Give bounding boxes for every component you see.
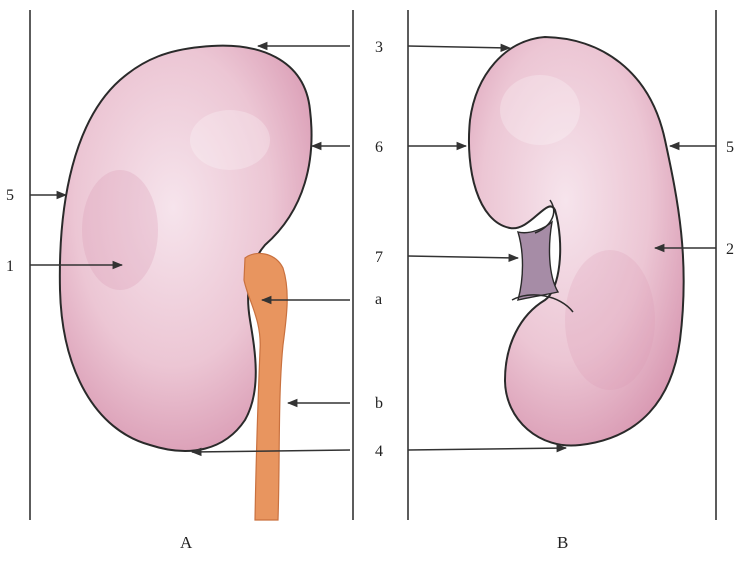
label-2: 2: [726, 241, 734, 258]
label-a: a: [375, 291, 382, 308]
kidney-a-texture-2: [190, 110, 270, 170]
label-5-right: 5: [726, 139, 734, 156]
caption-b: B: [557, 533, 568, 552]
kidney-a-texture: [82, 170, 158, 290]
hilum-b: [518, 222, 558, 300]
label-5-left: 5: [6, 187, 14, 204]
label-1: 1: [6, 258, 14, 275]
kidney-b-texture: [565, 250, 655, 390]
arrow-4-b: [408, 448, 566, 450]
label-6: 6: [375, 139, 383, 156]
label-3: 3: [375, 39, 383, 56]
caption-a: A: [180, 533, 193, 552]
arrow-3-b: [408, 46, 510, 48]
label-7: 7: [375, 249, 383, 266]
label-4: 4: [375, 443, 383, 460]
arrow-4-a: [192, 450, 350, 452]
kidney-b-texture-2: [500, 75, 580, 145]
arrow-7: [408, 256, 518, 258]
label-b: b: [375, 395, 383, 412]
